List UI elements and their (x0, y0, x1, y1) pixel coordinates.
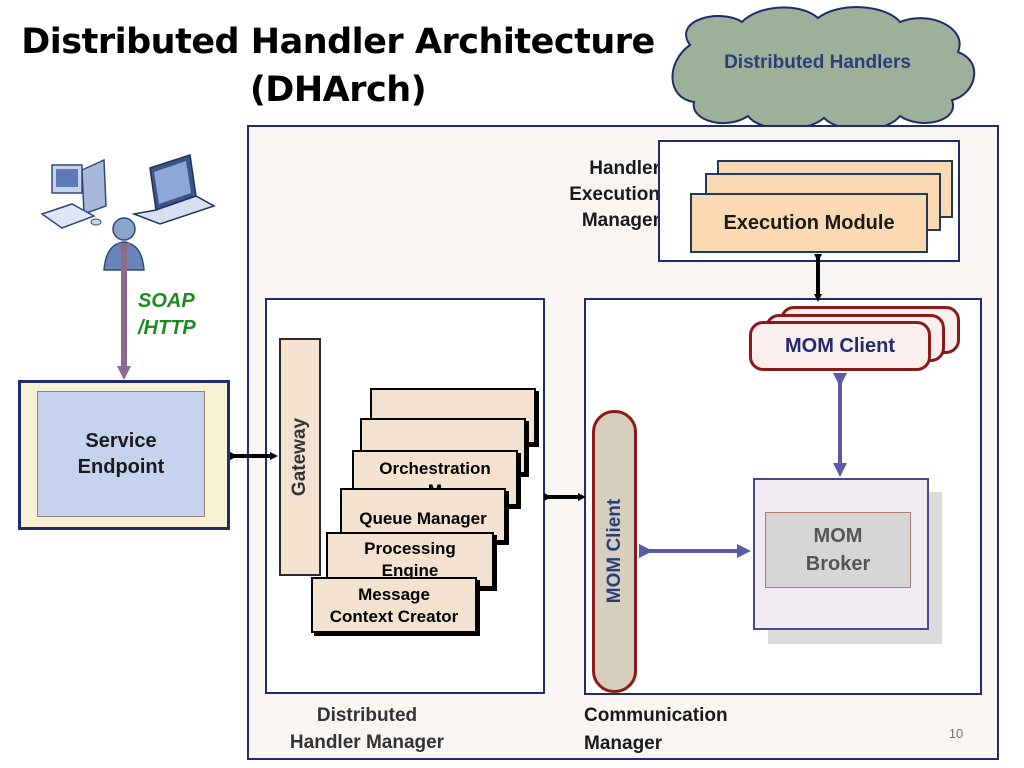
message-context-creator-module: Message Context Creator (311, 577, 477, 633)
hem-label-line-2: Execution (569, 184, 660, 205)
hem-label-line-1: Handler (589, 158, 660, 179)
desktop-computer-icon (40, 158, 107, 229)
gateway-label: Gateway (289, 417, 310, 497)
orchestration-line-1: Orchestration (379, 459, 491, 478)
service-endpoint: Service Endpoint (37, 391, 205, 517)
processing-line-2: Engine (381, 561, 439, 580)
gateway-bar (279, 338, 321, 576)
protocol-line-1: SOAP (138, 290, 195, 312)
execution-module: Execution Module (690, 193, 928, 253)
mom-client-vertical-label: MOM Client (604, 498, 625, 604)
dhm-label-line-2: Handler Manager (289, 732, 445, 753)
cloud-label: Distributed Handlers (724, 52, 911, 73)
slide-title: Distributed Handler Architecture (DHArch… (18, 18, 658, 114)
user-icon (103, 217, 145, 271)
cm-label-line-1: Communication (584, 705, 728, 726)
mom-broker-line-1: MOM (813, 525, 863, 547)
processing-line-1: Processing (364, 539, 456, 558)
title-line-1: Distributed Handler Architecture (21, 22, 655, 62)
message-line-2: Context Creator (329, 607, 459, 626)
service-endpoint-line-1: Service (85, 430, 157, 452)
protocol-label: SOAP /HTTP (138, 288, 228, 342)
mom-client-top: MOM Client (749, 321, 931, 371)
cm-label-line-2: Manager (584, 733, 663, 754)
page-number: 10 (948, 726, 964, 741)
protocol-line-2: /HTTP (138, 317, 196, 339)
dhm-label-line-1: Distributed (316, 705, 418, 726)
communication-manager-label: Communication Manager (584, 702, 784, 758)
mom-broker-line-2: Broker (805, 553, 871, 575)
service-endpoint-line-2: Endpoint (77, 456, 165, 478)
distributed-handler-manager-label: Distributed Handler Manager (262, 701, 472, 757)
mom-client-vertical-bar (592, 410, 637, 693)
laptop-icon (131, 154, 216, 225)
hem-label-line-3: Manager (581, 210, 660, 231)
message-line-1: Message (358, 585, 430, 604)
queue-manager-label: Queue Manager (359, 509, 487, 528)
mom-broker: MOM Broker (765, 512, 911, 588)
handler-execution-manager-label: Handler Execution Manager (548, 156, 660, 234)
title-line-2: (DHArch) (249, 70, 427, 110)
